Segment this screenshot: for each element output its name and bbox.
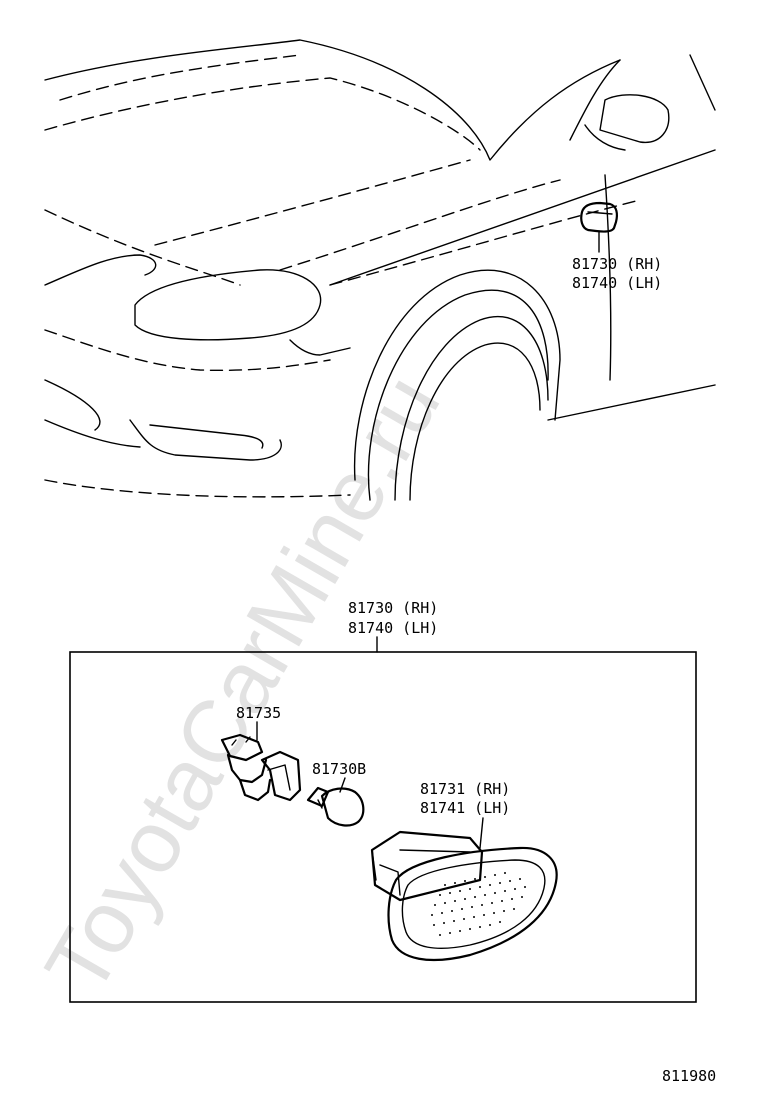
- lens-part-label-rh: 81731 (RH): [420, 780, 510, 798]
- bulb-part-label: 81730B: [312, 760, 366, 778]
- wedge-bulb-drawing: [306, 786, 365, 827]
- side-marker-lens-drawing: [370, 830, 558, 962]
- assembly-box: [69, 651, 697, 1003]
- bulb-leader-line: [339, 777, 346, 793]
- assembly-callout-rh-label: 81730 (RH): [348, 599, 438, 617]
- bulb-socket-drawing: [220, 733, 302, 802]
- assembly-callout-lh-label: 81740 (LH): [348, 619, 438, 637]
- lens-texture: [431, 872, 526, 936]
- lens-part-label-lh: 81741 (LH): [420, 799, 510, 817]
- car-side-marker-lamp: [580, 201, 618, 253]
- car-callout-lh-label: 81740 (LH): [572, 274, 662, 292]
- lens-leader-line: [479, 817, 484, 849]
- car-front-illustration: [44, 39, 716, 501]
- watermark: ToyotaCarMine.ru: [26, 359, 459, 1010]
- car-callout-rh-label: 81730 (RH): [572, 255, 662, 273]
- diagram-number: 811980: [662, 1067, 716, 1085]
- socket-part-label: 81735: [236, 704, 281, 722]
